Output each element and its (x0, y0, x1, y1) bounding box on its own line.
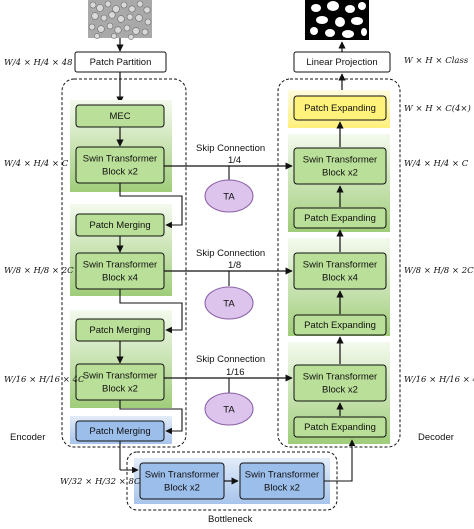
skip-connection-1: Skip Connection 1/4 TA (164, 143, 293, 213)
decoder-patch-expanding-3: Patch Expanding (293, 416, 387, 438)
bottleneck-container (126, 451, 338, 511)
dim-right-expand: W × H × C(4×) (404, 103, 471, 114)
skip-connection-3: Skip Connection 1/16 TA (164, 354, 293, 426)
decoder-patch-expanding-top: Patch Expanding (293, 95, 387, 121)
svg-text:Skip Connection: Skip Connection (196, 248, 265, 259)
encoder-patch-merging-3: Patch Merging (75, 420, 165, 442)
dim-left-3: W/16 × H/16 × 4C (4, 375, 85, 385)
svg-text:Patch Expanding: Patch Expanding (304, 422, 376, 433)
ta-node-3 (204, 392, 254, 426)
decoder-label: Decoder (418, 432, 454, 443)
svg-text:Patch Merging: Patch Merging (89, 426, 150, 437)
svg-text:1/8: 1/8 (228, 260, 241, 271)
dim-left-1: W/4 × H/4 × C (4, 159, 69, 169)
svg-text:Skip Connection: Skip Connection (196, 143, 265, 154)
svg-text:TA: TA (223, 299, 235, 310)
svg-text:Block x2: Block x2 (102, 167, 138, 178)
svg-text:Patch Partition: Patch Partition (90, 57, 152, 68)
decoder-swin-block-2: Swin Transformer Block x4 (293, 252, 387, 290)
svg-text:Linear Projection: Linear Projection (306, 57, 377, 68)
dim-right-top: W × H × Class (404, 56, 469, 66)
patch-partition-box: Patch Partition (74, 51, 167, 73)
svg-text:Patch Merging: Patch Merging (89, 220, 150, 231)
decoder-patch-expanding-2: Patch Expanding (293, 314, 387, 336)
bottleneck-label: Bottleneck (208, 514, 253, 525)
dim-bottom: W/32 × H/32 × 8C (60, 477, 141, 487)
decoder-swin-block-3: Swin Transformer Block x2 (293, 364, 387, 402)
encoder-container (61, 78, 187, 448)
ta-node-1 (204, 179, 254, 213)
ta-node-2 (204, 286, 254, 320)
encoder-label: Encoder (10, 432, 45, 443)
svg-text:Patch Expanding: Patch Expanding (304, 213, 376, 224)
mec-box: MEC (75, 104, 165, 128)
bottleneck-swin-block-b: Swin Transformer Block x2 (239, 462, 325, 500)
input-image (88, 0, 152, 40)
decoder-swin-block-1: Swin Transformer Block x2 (293, 147, 387, 185)
svg-text:Swin Transformer: Swin Transformer (245, 470, 319, 481)
svg-text:Block x2: Block x2 (164, 483, 200, 494)
dim-left-2: W/8 × H/8 × 2C (4, 266, 74, 276)
dim-right-3: W/16 × H/16 × 4C (404, 375, 474, 385)
svg-text:TA: TA (223, 192, 235, 203)
encoder-swin-block-2: Swin Transformer Block x4 (75, 252, 165, 290)
encoder-patch-merging-1: Patch Merging (75, 213, 165, 237)
linear-projection-box: Linear Projection (293, 51, 391, 73)
dim-right-2: W/8 × H/8 × 2C (404, 266, 474, 276)
svg-text:1/4: 1/4 (228, 155, 241, 166)
svg-text:Block x2: Block x2 (102, 384, 138, 395)
svg-text:Swin Transformer: Swin Transformer (83, 371, 157, 382)
svg-text:Swin Transformer: Swin Transformer (303, 260, 377, 271)
svg-text:Skip Connection: Skip Connection (196, 354, 265, 365)
output-mask-image (305, 0, 369, 40)
decoder-patch-expanding-1: Patch Expanding (293, 207, 387, 229)
bottleneck-swin-block-a: Swin Transformer Block x2 (139, 462, 225, 500)
dim-left-top: W/4 × H/4 × 48 (4, 58, 73, 68)
svg-text:Patch Merging: Patch Merging (89, 325, 150, 336)
encoder-swin-block-3: Swin Transformer Block x2 (75, 363, 165, 401)
svg-text:Swin Transformer: Swin Transformer (145, 470, 219, 481)
svg-text:TA: TA (223, 405, 235, 416)
svg-text:Block x4: Block x4 (102, 273, 138, 284)
encoder-swin-block-1: Swin Transformer Block x2 (75, 146, 165, 184)
svg-text:Swin Transformer: Swin Transformer (303, 372, 377, 383)
svg-text:1/16: 1/16 (226, 367, 245, 378)
svg-text:Block x2: Block x2 (264, 483, 300, 494)
skip-connection-2: Skip Connection 1/8 TA (164, 248, 293, 320)
svg-text:Swin Transformer: Swin Transformer (83, 260, 157, 271)
svg-text:MEC: MEC (109, 111, 130, 122)
svg-text:Block x2: Block x2 (322, 385, 358, 396)
encoder-patch-merging-2: Patch Merging (75, 318, 165, 342)
svg-text:Swin Transformer: Swin Transformer (83, 154, 157, 165)
dim-right-1: W/4 × H/4 × C (404, 159, 469, 169)
svg-text:Patch Expanding: Patch Expanding (304, 320, 376, 331)
svg-text:Patch Expanding: Patch Expanding (304, 103, 376, 114)
svg-text:Block x4: Block x4 (322, 273, 358, 284)
svg-text:Block x2: Block x2 (322, 168, 358, 179)
svg-text:Swin Transformer: Swin Transformer (303, 155, 377, 166)
